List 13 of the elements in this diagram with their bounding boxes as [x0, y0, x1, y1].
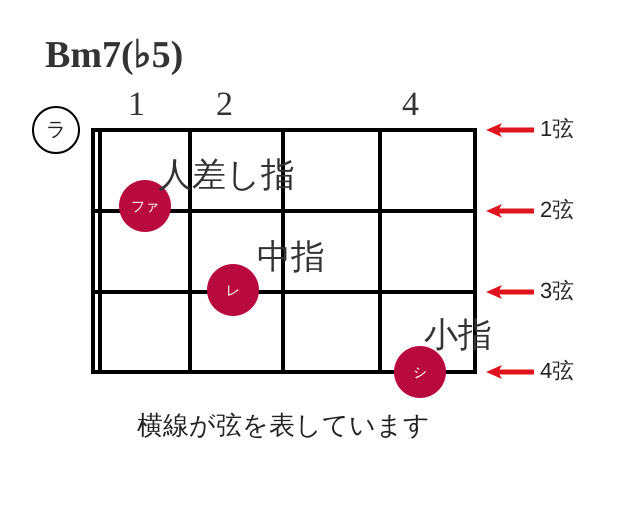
caption: 横線が弦を表しています — [137, 412, 430, 438]
fret-number: 2 — [216, 88, 233, 122]
string-label: 4弦 — [540, 360, 574, 382]
chord-title: Bm7(♭5) — [45, 36, 184, 74]
string-label: 2弦 — [540, 199, 574, 221]
fret-number: 1 — [128, 88, 145, 122]
arrow — [486, 365, 534, 379]
arrow — [486, 123, 534, 137]
string-label: 1弦 — [540, 118, 574, 140]
string-label: 3弦 — [540, 280, 574, 302]
arrow — [486, 204, 534, 218]
arrow — [486, 285, 534, 299]
fret-number: 4 — [402, 88, 419, 122]
